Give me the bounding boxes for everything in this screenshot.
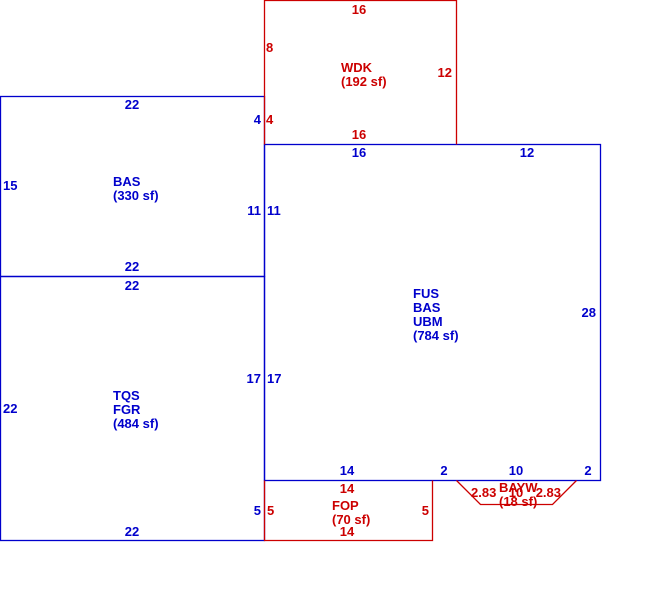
wdk-area-outline	[263, 0, 458, 145]
fus-bottom-d-dim: 2	[584, 463, 591, 478]
tqs-bottom-dim: 22	[125, 524, 139, 539]
bas-left-dim: 15	[3, 178, 17, 193]
bayw-middle-dim: 10	[509, 485, 523, 500]
tqs-label: TQS FGR (484 sf)	[113, 388, 159, 431]
bayw-label: BAYW (18 sf)	[499, 480, 541, 509]
tqs-top-dim: 22	[125, 278, 139, 293]
fop-right-dim: 5	[422, 503, 429, 518]
fus-left-dim: 17	[267, 371, 281, 386]
tqs-left-dim: 22	[3, 401, 17, 416]
bayw-area-outline	[456, 480, 577, 506]
wdk-top-dim: 16	[352, 2, 366, 17]
tqs-right-dim: 17	[247, 371, 261, 386]
fus-bottom-a-dim: 14	[340, 463, 355, 478]
fus-label: FUS BAS UBM (784 sf)	[413, 286, 459, 343]
wdk-bottom-dim: 16	[352, 127, 366, 142]
bayw-left-dim: 2.83	[471, 485, 496, 500]
bas-right-dim: 11	[247, 203, 261, 218]
wdk-right-dim: 12	[438, 65, 452, 80]
bas-top-dim: 22	[125, 97, 139, 112]
fus-top-left-dim: 16	[352, 145, 366, 160]
fus-right-dim: 28	[582, 305, 596, 320]
tqs-right-lower-dim: 5	[254, 503, 261, 518]
wdk-left-lower-dim: 4	[266, 112, 274, 127]
fop-area-outline	[263, 480, 434, 542]
fop-top-dim: 14	[340, 481, 355, 496]
fus-left-upper-dim: 11	[267, 203, 281, 218]
wdk-left-dim: 8	[266, 40, 273, 55]
fop-label: FOP (70 sf)	[332, 498, 370, 527]
bas-right-top-dim: 4	[254, 112, 262, 127]
bayw-right-dim: 2.83	[536, 485, 561, 500]
wdk-label: WDK (192 sf)	[341, 60, 387, 89]
fus-top-right-dim: 12	[520, 145, 534, 160]
fus-bottom-c-dim: 10	[509, 463, 523, 478]
bas-bottom-dim: 22	[125, 259, 139, 274]
fop-bottom-dim: 14	[340, 524, 355, 539]
fop-left-dim: 5	[267, 503, 274, 518]
bas-label: BAS (330 sf)	[113, 174, 159, 203]
fus-bottom-b-dim: 2	[440, 463, 447, 478]
